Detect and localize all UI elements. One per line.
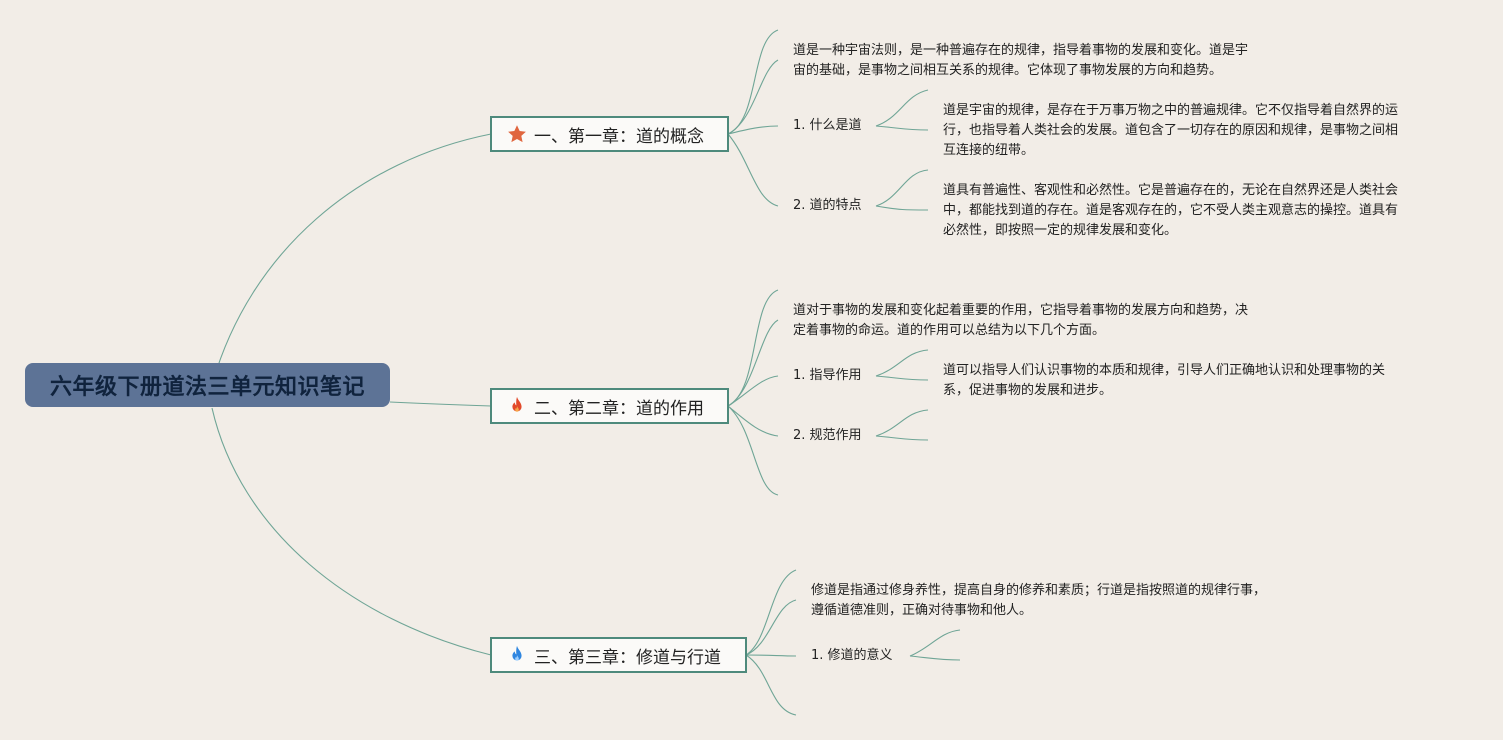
- chapter-1-topic[interactable]: 一、第一章：道的概念: [490, 116, 729, 152]
- subtopic-guiding-role[interactable]: 1. 指导作用: [793, 368, 862, 383]
- chapter-3-title: 三、第三章：修道与行道: [534, 647, 721, 668]
- text-line: 行，也指导着人类社会的发展。道包含了一切存在的原因和规律，是事物之间相: [943, 123, 1399, 138]
- subtopic-what-is-dao-text[interactable]: 道是宇宙的规律，是存在于万事万物之中的普遍规律。它不仅指导着自然界的运 行，也指…: [943, 101, 1398, 161]
- chapter-1-title: 一、第一章：道的概念: [534, 126, 704, 147]
- text-line: 修道是指通过修身养性，提高自身的修养和素质；行道是指按照道的规律行事，: [811, 583, 1267, 598]
- fire-icon: [506, 395, 528, 417]
- star-icon: [506, 123, 528, 145]
- chapter-3-intro[interactable]: 修道是指通过修身养性，提高自身的修养和素质；行道是指按照道的规律行事， 遵循道德…: [811, 581, 1266, 621]
- chapter-2-intro[interactable]: 道对于事物的发展和变化起着重要的作用，它指导着事物的发展方向和趋势，决 定着事物…: [793, 301, 1248, 341]
- text-line: 道可以指导人们认识事物的本质和规律，引导人们正确地认识和处理事物的关: [943, 363, 1386, 378]
- subtopic-what-is-dao[interactable]: 1. 什么是道: [793, 118, 862, 133]
- text-line: 遵循道德准则，正确对待事物和他人。: [811, 603, 1033, 618]
- root-topic[interactable]: 六年级下册道法三单元知识笔记: [25, 363, 390, 407]
- blue-flame-icon: [506, 644, 528, 666]
- text-line: 必然性，即按照一定的规律发展和变化。: [943, 223, 1178, 238]
- chapter-2-title: 二、第二章：道的作用: [534, 398, 704, 419]
- subtopic-normative-role[interactable]: 2. 规范作用: [793, 428, 862, 443]
- text-line: 道对于事物的发展和变化起着重要的作用，它指导着事物的发展方向和趋势，决: [793, 303, 1249, 318]
- text-line: 道是一种宇宙法则，是一种普遍存在的规律，指导着事物的发展和变化。道是宇: [793, 43, 1249, 58]
- text-line: 中，都能找到道的存在。道是客观存在的，它不受人类主观意志的操控。道具有: [943, 203, 1399, 218]
- chapter-3-topic[interactable]: 三、第三章：修道与行道: [490, 637, 747, 673]
- text-line: 系，促进事物的发展和进步。: [943, 383, 1113, 398]
- subtopic-meaning-of-cultivation[interactable]: 1. 修道的意义: [811, 648, 893, 663]
- subtopic-dao-features-text[interactable]: 道具有普遍性、客观性和必然性。它是普遍存在的，无论在自然界还是人类社会 中，都能…: [943, 181, 1398, 241]
- text-line: 宙的基础，是事物之间相互关系的规律。它体现了事物发展的方向和趋势。: [793, 63, 1223, 78]
- chapter-2-topic[interactable]: 二、第二章：道的作用: [490, 388, 729, 424]
- subtopic-dao-features[interactable]: 2. 道的特点: [793, 198, 862, 213]
- chapter-1-intro[interactable]: 道是一种宇宙法则，是一种普遍存在的规律，指导着事物的发展和变化。道是宇 宙的基础…: [793, 41, 1248, 81]
- text-line: 互连接的纽带。: [943, 143, 1035, 158]
- subtopic-guiding-role-text[interactable]: 道可以指导人们认识事物的本质和规律，引导人们正确地认识和处理事物的关 系，促进事…: [943, 361, 1385, 401]
- text-line: 定着事物的命运。道的作用可以总结为以下几个方面。: [793, 323, 1106, 338]
- text-line: 道具有普遍性、客观性和必然性。它是普遍存在的，无论在自然界还是人类社会: [943, 183, 1399, 198]
- text-line: 道是宇宙的规律，是存在于万事万物之中的普遍规律。它不仅指导着自然界的运: [943, 103, 1399, 118]
